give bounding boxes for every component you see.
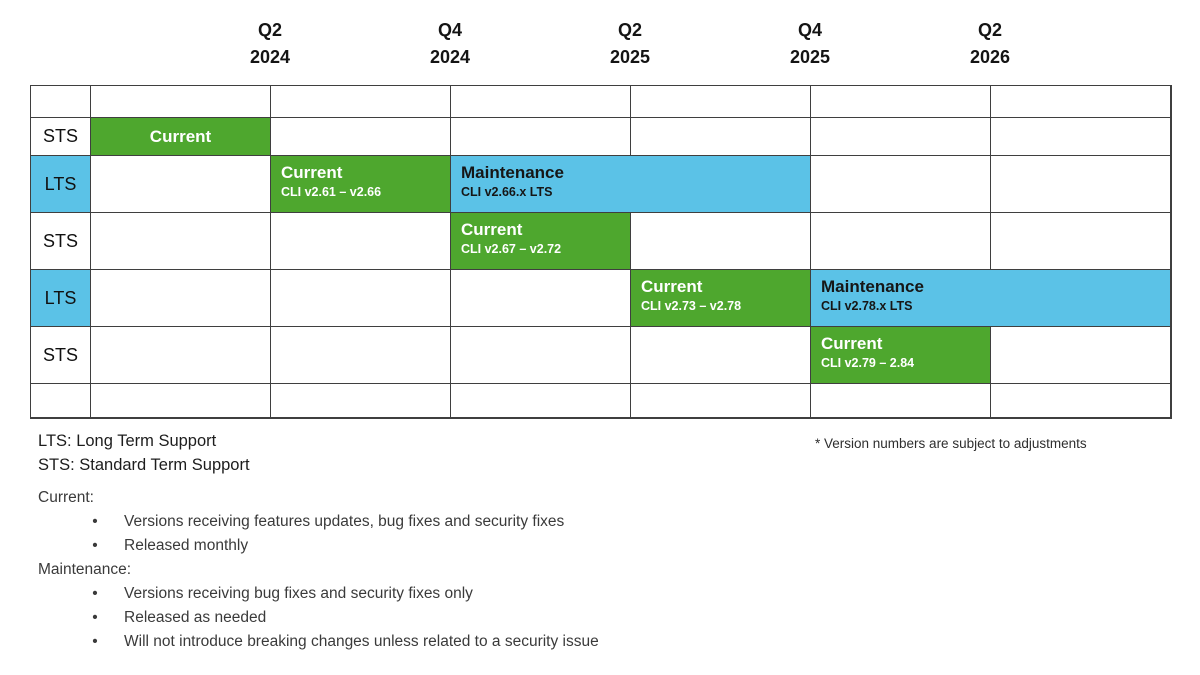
maintenance-bar: Maintenance CLI v2.78.x LTS	[811, 270, 1171, 327]
grid-cell	[271, 327, 451, 384]
bar-versions: CLI v2.78.x LTS	[821, 299, 913, 313]
quarter-label: Q2 2025	[540, 17, 720, 71]
quarter: Q4	[437, 20, 462, 40]
grid-cell	[271, 118, 451, 156]
grid-cell	[811, 213, 991, 270]
support-timeline-table: STS Current LTS Current CLI v2.61 – v2.6…	[30, 85, 1172, 419]
bullet-icon: •	[92, 513, 98, 530]
bullet-icon: •	[92, 609, 98, 626]
band-label-lts: LTS	[31, 156, 91, 213]
grid-cell	[451, 270, 631, 327]
quarter: Q2	[617, 20, 642, 40]
bullet-text: Released monthly	[124, 537, 249, 554]
grid-cell	[91, 327, 271, 384]
year: 2026	[969, 47, 1011, 67]
bar-versions: CLI v2.73 – v2.78	[641, 299, 742, 313]
current-bar: Current CLI v2.79 – 2.84	[811, 327, 991, 384]
grid-cell	[991, 118, 1171, 156]
list-item: • Versions receiving features updates, b…	[38, 510, 599, 534]
maintenance-bar: Maintenance CLI v2.66.x LTS	[451, 156, 811, 213]
grid-cell	[271, 384, 451, 418]
grid-cell	[91, 156, 271, 213]
band-label-lts: LTS	[31, 270, 91, 327]
version-footnote: * Version numbers are subject to adjustm…	[815, 436, 1087, 451]
bar-title: Current	[821, 334, 883, 353]
list-item: • Versions receiving bug fixes and secur…	[38, 582, 599, 606]
grid-cell	[811, 384, 991, 418]
grid-cell	[271, 86, 451, 118]
bullet-text: Released as needed	[124, 609, 267, 626]
current-bar: Current CLI v2.67 – v2.72	[451, 213, 631, 270]
band-label-sts: STS	[31, 327, 91, 384]
list-item: • Released as needed	[38, 606, 599, 630]
list-item: • Will not introduce breaking changes un…	[38, 630, 599, 654]
grid-cell	[271, 270, 451, 327]
grid-cell	[631, 118, 811, 156]
grid-cell	[991, 384, 1171, 418]
grid-cell	[631, 213, 811, 270]
bar-title: Current	[461, 220, 523, 239]
bar-title: Current	[281, 163, 343, 182]
grid-cell	[451, 86, 631, 118]
bullet-icon: •	[92, 537, 98, 554]
quarter: Q2	[257, 20, 282, 40]
year: 2024	[429, 47, 471, 67]
grid-cell	[991, 327, 1171, 384]
quarter-label: Q2 2024	[180, 17, 360, 71]
grid-cell	[91, 270, 271, 327]
bullet-icon: •	[92, 585, 98, 602]
grid-cell	[631, 384, 811, 418]
bar-title: Maintenance	[821, 277, 924, 296]
bar-versions: CLI v2.79 – 2.84	[821, 356, 915, 370]
year: 2025	[609, 47, 651, 67]
bullet-icon: •	[92, 633, 98, 650]
bar-title: Current	[641, 277, 703, 296]
grid-cell	[451, 384, 631, 418]
bullet-text: Versions receiving bug fixes and securit…	[124, 585, 473, 602]
bullet-text: Will not introduce breaking changes unle…	[124, 633, 599, 650]
list-item: • Released monthly	[38, 534, 599, 558]
grid-cell	[631, 86, 811, 118]
current-term: Current:	[38, 489, 94, 506]
legend-sts: STS: Standard Term Support	[38, 456, 250, 474]
quarter: Q2	[977, 20, 1002, 40]
grid-cell	[991, 213, 1171, 270]
quarter-label: Q4 2025	[720, 17, 900, 71]
maintenance-term: Maintenance:	[38, 561, 132, 578]
grid-cell	[91, 384, 271, 418]
grid-cell	[91, 213, 271, 270]
grid-cell	[991, 86, 1171, 118]
grid-cell	[631, 327, 811, 384]
grid-cell	[991, 156, 1171, 213]
band-label-sts: STS	[31, 118, 91, 156]
band-label-sts: STS	[31, 213, 91, 270]
bar-versions: CLI v2.66.x LTS	[461, 185, 553, 199]
quarter: Q4	[797, 20, 822, 40]
grid-cell	[31, 384, 91, 418]
bar-versions: CLI v2.61 – v2.66	[281, 185, 382, 199]
current-bar: Current CLI v2.73 – v2.78	[631, 270, 811, 327]
abbreviation-legend: LTS: Long Term Support STS: Standard Ter…	[38, 429, 250, 477]
year: 2024	[249, 47, 291, 67]
bar-title: Maintenance	[461, 163, 564, 182]
bullet-text: Versions receiving features updates, bug…	[124, 513, 565, 530]
bar-versions: CLI v2.67 – v2.72	[461, 242, 562, 256]
grid-cell	[31, 86, 91, 118]
current-bar: Current CLI v2.61 – v2.66	[271, 156, 451, 213]
quarter-label: Q2 2026	[900, 17, 1080, 71]
quarter-label: Q4 2024	[360, 17, 540, 71]
bar-title: Current	[149, 126, 212, 146]
grid-cell	[271, 213, 451, 270]
year: 2025	[789, 47, 831, 67]
grid-cell	[451, 118, 631, 156]
grid-cell	[811, 86, 991, 118]
grid-cell	[811, 156, 991, 213]
grid-cell	[811, 118, 991, 156]
legend-lts: LTS: Long Term Support	[38, 432, 217, 450]
current-bar: Current	[91, 118, 271, 156]
definitions: Current: • Versions receiving features u…	[38, 486, 599, 654]
grid-cell	[91, 86, 271, 118]
grid-cell	[451, 327, 631, 384]
